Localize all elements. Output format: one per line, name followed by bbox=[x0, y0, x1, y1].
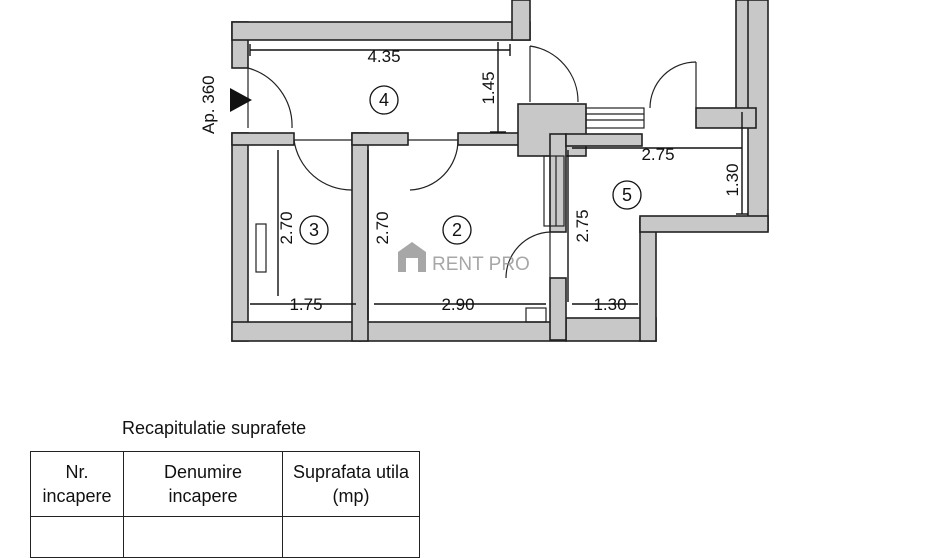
table-cell bbox=[123, 516, 283, 558]
header-room-number: Nr. incapere bbox=[30, 451, 124, 517]
walls bbox=[231, 0, 769, 342]
dim-1-30-horizontal: 1.30 bbox=[593, 295, 626, 314]
header-room-name: Denumire incapere bbox=[123, 451, 283, 517]
wall-bottom-left bbox=[231, 321, 361, 342]
door-room-2 bbox=[408, 139, 459, 191]
door-top bbox=[529, 45, 579, 103]
room-3-number: 3 bbox=[309, 220, 319, 240]
wall-5-top-right bbox=[695, 107, 757, 129]
wall-partition-2-5-low bbox=[549, 277, 567, 341]
summary-table: Nr. incapere Denumire incapere Suprafata… bbox=[30, 451, 420, 558]
dim-1-75: 1.75 bbox=[289, 295, 322, 314]
dim-2-75-vertical: 2.75 bbox=[573, 209, 592, 242]
doors bbox=[247, 45, 697, 279]
summary-caption: Recapitulatie suprafete bbox=[122, 418, 307, 438]
fixture-bath bbox=[255, 223, 267, 273]
room-2-number: 2 bbox=[452, 220, 462, 240]
dim-2-70-room-3: 2.70 bbox=[277, 211, 296, 244]
table-row bbox=[30, 516, 420, 558]
wall-step bbox=[639, 215, 769, 233]
apartment-label: Ap. 360 bbox=[199, 75, 218, 134]
table-header-row: Nr. incapere Denumire incapere Suprafata… bbox=[30, 451, 420, 517]
windows bbox=[255, 107, 645, 323]
wall-5-top bbox=[565, 133, 643, 147]
room-4-marker: 4 bbox=[369, 85, 399, 115]
wall-bottom-mid bbox=[359, 321, 567, 342]
dim-1-45: 1.45 bbox=[479, 71, 498, 104]
wall-right-lower bbox=[639, 217, 657, 342]
door-room-2-lower bbox=[505, 231, 551, 279]
watermark-text: RENT PRO bbox=[432, 254, 530, 275]
room-4-number: 4 bbox=[379, 90, 389, 110]
room-5-number: 5 bbox=[622, 185, 632, 205]
dim-2-75-horizontal: 2.75 bbox=[641, 145, 674, 164]
wall-corridor-mid bbox=[351, 132, 409, 146]
wall-corridor-left bbox=[231, 132, 295, 146]
house-logo-icon bbox=[398, 242, 426, 272]
dim-4-35: 4.35 bbox=[367, 47, 400, 66]
floor-plan: Ap. 360 4 3 2 5 4.35 1.45 2.75 1.30 2.70… bbox=[199, 0, 769, 342]
window-2-side bbox=[543, 155, 565, 227]
door-room-3 bbox=[293, 139, 353, 191]
wall-left-lower bbox=[231, 132, 249, 342]
window-5-top bbox=[585, 107, 645, 129]
table-cell bbox=[282, 516, 420, 558]
fixture-corner bbox=[525, 307, 547, 323]
table-cell bbox=[30, 516, 124, 558]
dim-1-30-vertical: 1.30 bbox=[723, 163, 742, 196]
room-2-marker: 2 bbox=[442, 215, 472, 245]
wall-partition-3-2 bbox=[351, 132, 369, 342]
wall-top-left bbox=[231, 21, 531, 41]
door-room-5 bbox=[649, 61, 697, 109]
entrance-arrow-icon bbox=[230, 88, 252, 112]
header-useful-area: Suprafata utila (mp) bbox=[282, 451, 420, 517]
room-3-marker: 3 bbox=[299, 215, 329, 245]
room-5-marker: 5 bbox=[612, 180, 642, 210]
dimension-lines bbox=[249, 42, 748, 320]
dim-2-90: 2.90 bbox=[441, 295, 474, 314]
wall-corridor-right bbox=[457, 132, 521, 146]
wall-top-column bbox=[511, 0, 531, 41]
door-entrance bbox=[247, 67, 293, 129]
dim-2-70-room-2: 2.70 bbox=[373, 211, 392, 244]
watermark: RENT PRO bbox=[398, 242, 530, 275]
